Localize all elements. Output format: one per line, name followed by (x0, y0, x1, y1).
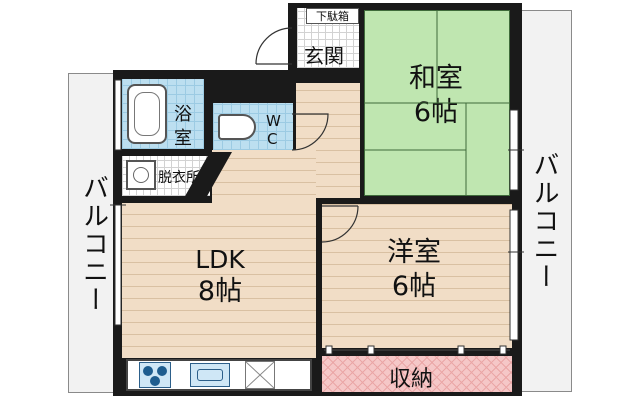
yoshitsu-floor (322, 204, 512, 348)
range-hood (245, 361, 275, 389)
range-hood-cross (245, 361, 275, 389)
bathtub (127, 84, 167, 144)
bath-label-bottom: 室 (174, 128, 192, 149)
stove-burner-2 (157, 366, 167, 376)
washitsu-label: 和室 6帖 (388, 62, 484, 130)
bath-label-top: 浴 (174, 104, 192, 125)
washing-machine (126, 160, 156, 190)
yoshitsu-size: 6帖 (391, 270, 437, 302)
entrance-label: 玄関 (304, 44, 344, 68)
shoe-box-label: 下駄箱 (316, 10, 349, 23)
stove (139, 362, 171, 388)
stove-burner-3 (150, 376, 160, 386)
toilet-label-bottom: C (267, 130, 278, 148)
washitsu-name: 和室 (409, 63, 463, 94)
ldk-floor-upper (212, 150, 316, 206)
washing-machine-drum (133, 167, 149, 183)
sink-basin (197, 369, 223, 381)
balcony-left-label: バルコニー (78, 174, 109, 314)
sink (190, 363, 230, 387)
ldk-floor (122, 203, 316, 358)
yoshitsu-name: 洋室 (387, 237, 441, 268)
yoshitsu-label: 洋室 6帖 (364, 236, 464, 304)
ldk-name: LDK (195, 245, 245, 274)
balcony-right-label: バルコニー (529, 151, 559, 291)
washitsu-size: 6帖 (413, 96, 459, 128)
storage-label: 収納 (389, 367, 434, 392)
balcony-right: バルコニー (517, 10, 572, 392)
stove-burner-1 (143, 366, 153, 376)
toilet-fixture (218, 114, 256, 140)
ldk-label: LDK 8帖 (170, 244, 270, 309)
dressing-label: 脱衣所 (158, 170, 200, 186)
ldk-size: 8帖 (197, 276, 243, 308)
storage-floor (322, 356, 512, 392)
balcony-left: バルコニー (68, 73, 120, 393)
bathtub-inner (134, 92, 160, 136)
shoe-box: 下駄箱 (306, 8, 359, 24)
toilet-label-top: W (266, 112, 281, 130)
